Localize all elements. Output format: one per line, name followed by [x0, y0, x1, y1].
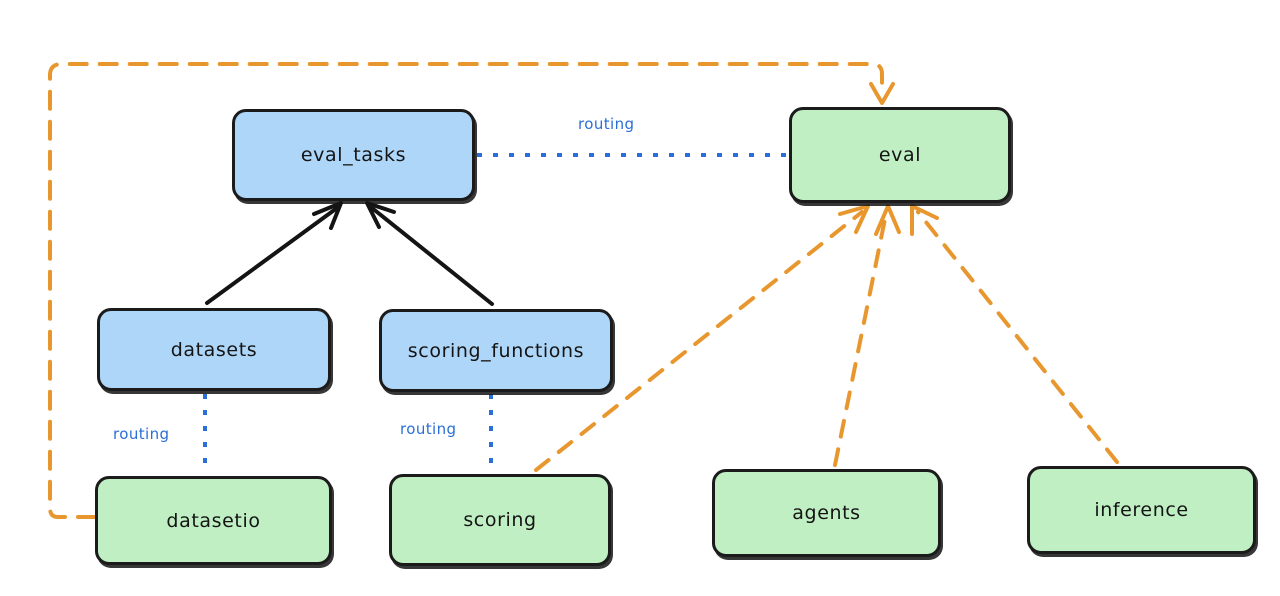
node-label-datasetio: datasetio [166, 509, 261, 532]
edge-label-routing-datasetio: routing [113, 425, 170, 443]
edge-datasetio-to-eval [48, 62, 895, 519]
node-inference[interactable]: inference [1027, 466, 1256, 554]
edge-label-routing-eval: routing [578, 115, 635, 133]
edge-agents-to-eval [833, 204, 901, 467]
node-label-scoring-functions: scoring_functions [407, 339, 585, 362]
edge-datasets-to-eval_tasks [205, 201, 343, 305]
node-label-datasets: datasets [170, 338, 258, 361]
edge-scoring-to-eval [534, 204, 870, 472]
node-label-scoring: scoring [463, 509, 537, 531]
node-scoring[interactable]: scoring [389, 474, 611, 566]
node-label-agents: agents [792, 502, 861, 524]
node-eval[interactable]: eval [789, 107, 1011, 203]
edge-inference-to-eval [910, 204, 1119, 464]
node-datasets[interactable]: datasets [97, 308, 331, 391]
node-label-eval-tasks: eval_tasks [300, 144, 407, 166]
node-label-inference: inference [1094, 499, 1189, 521]
node-eval-tasks[interactable]: eval_tasks [232, 109, 475, 201]
node-datasetio[interactable]: datasetio [95, 476, 332, 565]
node-agents[interactable]: agents [712, 469, 941, 557]
node-label-eval: eval [878, 144, 922, 166]
edge-scoringfn-to-eval_tasks [365, 201, 494, 306]
edge-label-routing-scoring: routing [400, 420, 457, 438]
node-scoring-functions[interactable]: scoring_functions [379, 309, 613, 392]
